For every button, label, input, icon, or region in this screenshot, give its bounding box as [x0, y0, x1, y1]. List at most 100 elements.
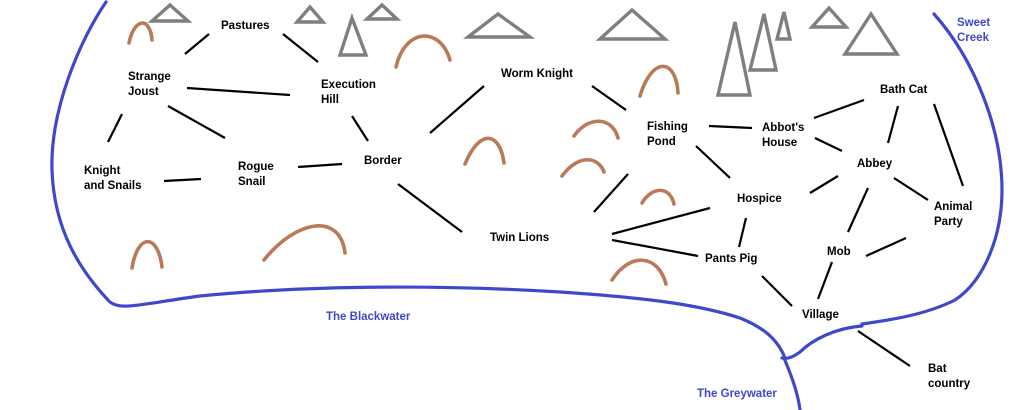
road-mob-village: [816, 261, 834, 300]
road-pastures-strange-joust: [184, 33, 210, 55]
road-abbots-house-bath-cat: [813, 98, 865, 120]
mountain-icon: [715, 21, 753, 97]
mountain-icon: [595, 7, 670, 41]
label-line: Sweet: [957, 17, 990, 29]
location-knight-and-snails[interactable]: Knight and Snails: [84, 165, 142, 192]
label-line: Execution: [321, 79, 376, 91]
river-sweet-creek: [860, 12, 1004, 326]
mountain-icon: [841, 10, 901, 56]
location-twin-lions[interactable]: Twin Lions: [490, 232, 549, 244]
mountain-icon: [462, 11, 536, 39]
road-border-worm-knight: [429, 85, 485, 134]
mountain-icon: [808, 5, 850, 29]
river-sweet-creek-lower: [780, 324, 864, 360]
label-line: Rogue: [238, 161, 274, 173]
label-line: Pond: [647, 136, 676, 148]
road-border-twin-lions: [397, 183, 463, 233]
river-blackwater: [50, 0, 787, 360]
label-line: Bat: [928, 363, 947, 375]
road-animal-party-mob: [865, 236, 907, 258]
road-rogue-snail-border: [297, 162, 343, 169]
road-hospice-pants-pig: [737, 217, 748, 248]
label-line: Hospice: [737, 193, 782, 205]
road-twin-lions-pants-pig: [611, 238, 699, 258]
label-line: Snail: [238, 176, 265, 188]
label-line: The Blackwater: [326, 311, 411, 323]
road-abbots-house-abbey: [814, 137, 843, 152]
label-line: Creek: [957, 32, 990, 44]
location-pastures[interactable]: Pastures: [221, 20, 270, 32]
label-line: Knight: [84, 165, 121, 177]
road-strange-joust-execution-hill: [186, 86, 291, 97]
road-execution-hill-border: [351, 115, 369, 142]
location-bath-cat[interactable]: Bath Cat: [880, 84, 927, 96]
hill-icon: [394, 34, 452, 69]
location-abbey[interactable]: Abbey: [857, 158, 893, 170]
hills: [127, 21, 680, 286]
location-hospice[interactable]: Hospice: [737, 193, 782, 205]
label-line: House: [762, 137, 797, 149]
label-line: Animal: [934, 201, 972, 213]
mountain-icon: [747, 13, 779, 72]
water-label-the-greywater: The Greywater: [697, 388, 777, 400]
hill-icon: [638, 64, 680, 98]
mountains: [147, 2, 901, 97]
label-line: Mob: [827, 246, 851, 258]
road-strange-joust-knight-and-snails: [107, 113, 123, 143]
label-line: and Snails: [84, 180, 142, 192]
mountain-icon: [362, 2, 402, 21]
location-pants-pig[interactable]: Pants Pig: [705, 253, 757, 265]
label-line: Pants Pig: [705, 253, 757, 265]
hill-icon: [572, 119, 620, 140]
label-line: Abbey: [857, 158, 893, 170]
road-abbey-animal-party: [893, 177, 929, 201]
road-fishing-pond-abbots-house: [708, 124, 753, 130]
hill-icon: [130, 239, 164, 270]
label-line: The Greywater: [697, 388, 777, 400]
label-line: Party: [934, 216, 963, 228]
water-label-the-blackwater: The Blackwater: [326, 311, 411, 323]
rivers: [50, 0, 1004, 410]
label-line: Bath Cat: [880, 84, 927, 96]
location-worm-knight[interactable]: Worm Knight: [501, 68, 573, 80]
road-abbey-hospice: [809, 175, 839, 194]
road-pants-pig-village: [761, 275, 793, 307]
label-line: Abbot's: [762, 122, 804, 134]
road-worm-knight-fishing-pond: [591, 85, 627, 111]
hill-icon: [560, 158, 606, 178]
label-line: Border: [364, 155, 402, 167]
road-abbey-mob: [846, 187, 870, 233]
location-village[interactable]: Village: [802, 309, 839, 321]
mountain-icon: [774, 11, 793, 41]
location-border[interactable]: Border: [364, 155, 402, 167]
road-fishing-pond-hospice: [695, 145, 731, 179]
hill-icon: [262, 224, 347, 262]
mountain-icon: [337, 12, 369, 57]
road-knight-and-snails-rogue-snail: [163, 177, 202, 183]
hill-icon: [127, 21, 154, 45]
hill-icon: [640, 188, 676, 206]
road-pastures-execution-hill: [282, 33, 319, 63]
road-bath-cat-animal-party: [932, 103, 965, 187]
label-line: Strange: [128, 71, 171, 83]
location-mob[interactable]: Mob: [827, 246, 851, 258]
mountain-icon: [293, 4, 327, 24]
label-line: Joust: [128, 86, 159, 98]
label-line: Worm Knight: [501, 68, 573, 80]
road-strange-joust-rogue-snail: [167, 105, 226, 139]
label-line: Pastures: [221, 20, 270, 32]
label-line: Hill: [321, 94, 339, 106]
label-line: Twin Lions: [490, 232, 549, 244]
